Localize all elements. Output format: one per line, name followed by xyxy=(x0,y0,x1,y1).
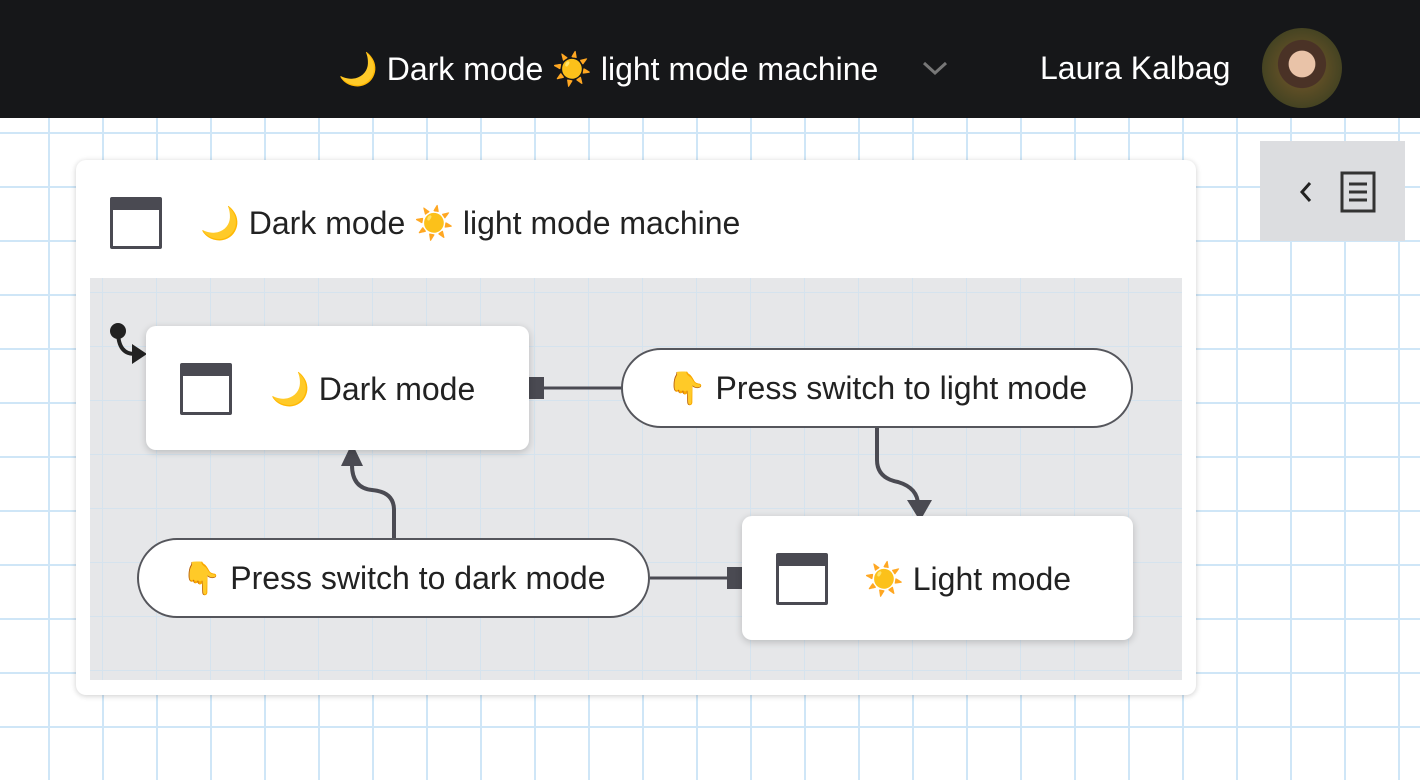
toggle-panel-button[interactable] xyxy=(1260,141,1405,241)
event-press-switch-to-dark-mode[interactable]: 👇 Press switch to dark mode xyxy=(137,538,650,618)
machine-title-selector[interactable]: 🌙 Dark mode ☀️ light mode machine xyxy=(338,51,879,87)
document-icon xyxy=(1340,171,1376,213)
window-icon xyxy=(180,363,232,415)
state-label: ☀️ Light mode xyxy=(864,561,1072,597)
state-dark-mode[interactable]: 🌙 Dark mode xyxy=(146,326,529,450)
state-light-mode[interactable]: ☀️ Light mode xyxy=(742,516,1133,640)
top-bar: 🌙 Dark mode ☀️ light mode machine Laura … xyxy=(0,0,1420,118)
machine-title: 🌙 Dark mode ☀️ light mode machine xyxy=(200,205,741,241)
event-press-switch-to-light-mode[interactable]: 👇 Press switch to light mode xyxy=(621,348,1133,428)
window-icon xyxy=(776,553,828,605)
chevron-left-icon xyxy=(1299,182,1312,202)
user-name[interactable]: Laura Kalbag xyxy=(1040,50,1231,86)
chevron-down-icon[interactable] xyxy=(920,56,950,80)
state-label: 🌙 Dark mode xyxy=(270,371,476,407)
avatar[interactable] xyxy=(1262,28,1342,108)
window-icon xyxy=(110,197,162,249)
